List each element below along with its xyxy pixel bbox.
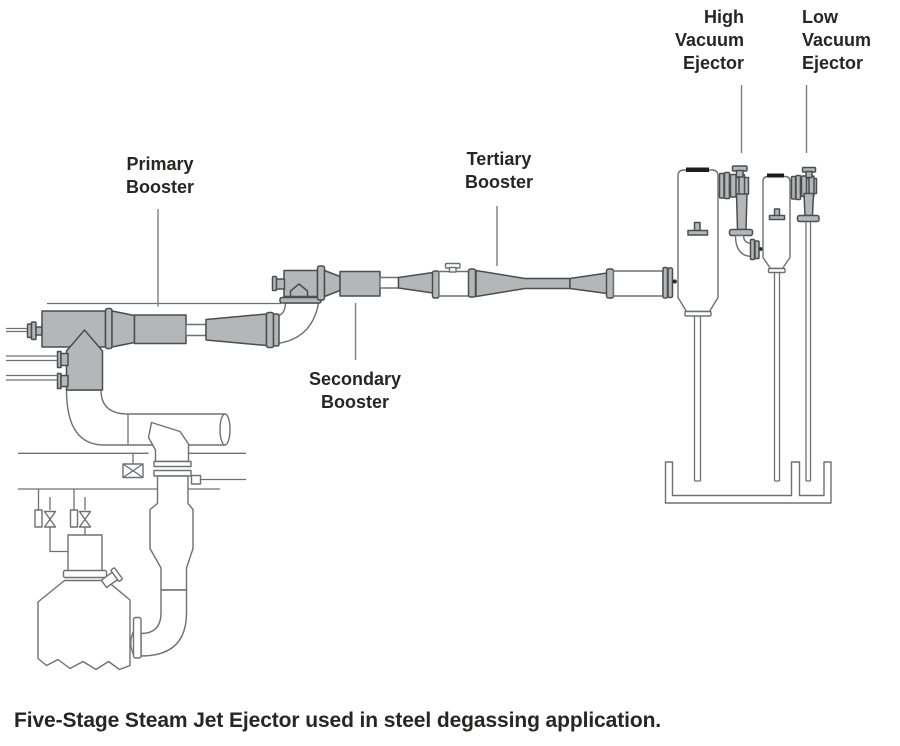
- label-line: Ejector: [802, 53, 864, 73]
- label-line: Booster: [320, 392, 390, 412]
- label-low-vacuum-ejector: Low Vacuum Ejector: [802, 6, 871, 75]
- label-line: Secondary: [308, 369, 402, 389]
- condenser-vessel-2: [762, 173, 797, 482]
- leader-lines: [157, 85, 808, 360]
- label-line: Primary: [126, 154, 194, 174]
- label-line: Ejector: [682, 53, 744, 73]
- suction-duct-figure: [65, 389, 231, 659]
- label-line: Low: [802, 7, 838, 27]
- hotwell-tank-figure: [664, 461, 832, 504]
- label-secondary-booster: Secondary Booster: [309, 368, 401, 414]
- vessel-side-nozzle: [100, 567, 123, 589]
- high-vacuum-ejector-figure: [718, 165, 763, 261]
- tertiary-booster-figure: [397, 262, 677, 299]
- figure-caption: Five-Stage Steam Jet Ejector used in ste…: [14, 709, 662, 732]
- label-line: Vacuum: [802, 30, 872, 50]
- secondary-booster-figure: [265, 265, 400, 349]
- label-primary-booster: Primary Booster: [126, 153, 194, 199]
- valve-manifold-figure: [18, 452, 246, 553]
- condenser-vessel-1: [677, 167, 726, 482]
- low-vacuum-ejector-figure: [790, 166, 820, 482]
- label-line: Vacuum: [674, 30, 744, 50]
- label-tertiary-booster: Tertiary Booster: [465, 148, 533, 194]
- label-line: Booster: [464, 172, 534, 192]
- primary-booster-figure: [6, 302, 281, 391]
- degasser-vessel-figure: [37, 534, 131, 671]
- label-line: Tertiary: [466, 149, 532, 169]
- label-line: High: [704, 7, 744, 27]
- label-line: Booster: [125, 177, 195, 197]
- label-high-vacuum-ejector: High Vacuum Ejector: [675, 6, 744, 75]
